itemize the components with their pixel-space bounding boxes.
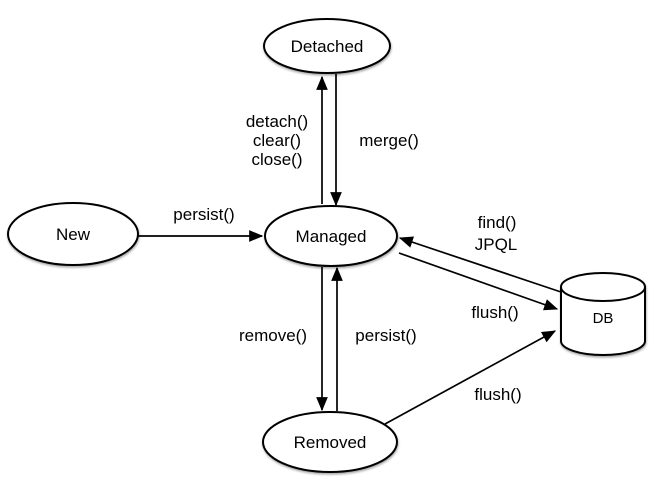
edge-label-merge: merge() (359, 131, 419, 150)
edge-label-remove: remove() (239, 326, 307, 345)
database-cylinder-top (560, 272, 646, 302)
new-state-label: New (56, 225, 91, 244)
edge-label-find: find() (478, 213, 517, 232)
edge-label-jpql: JPQL (475, 235, 518, 254)
edge-label-clear: clear() (253, 131, 301, 150)
edges-layer: persist() detach() clear() close() merge… (138, 74, 562, 425)
node-new: New (7, 202, 139, 266)
edge-label-flush-managed: flush() (471, 303, 518, 322)
managed-state-label: Managed (296, 227, 367, 246)
edge-label-close: close() (251, 150, 302, 169)
edge-removed-to-db (384, 330, 557, 425)
node-managed: Managed (264, 205, 398, 267)
edge-label-persist-new: persist() (173, 205, 234, 224)
detached-state-label: Detached (291, 37, 364, 56)
removed-state-ellipse (262, 411, 398, 473)
detached-state-ellipse (263, 18, 391, 74)
edge-label-flush-removed: flush() (474, 385, 521, 404)
database-label: DB (593, 310, 614, 327)
node-removed: Removed (262, 411, 398, 473)
nodes-layer: Detached New Managed Removed DB (7, 18, 646, 473)
new-state-ellipse (7, 202, 139, 266)
database-cylinder-body (560, 287, 646, 356)
edge-label-detach: detach() (246, 112, 308, 131)
node-db: DB (560, 272, 646, 356)
edge-db-to-managed (398, 236, 562, 293)
node-detached: Detached (263, 18, 391, 74)
edge-label-persist-removed: persist() (355, 326, 416, 345)
edge-managed-to-db (398, 252, 559, 311)
removed-state-label: Removed (294, 433, 367, 452)
